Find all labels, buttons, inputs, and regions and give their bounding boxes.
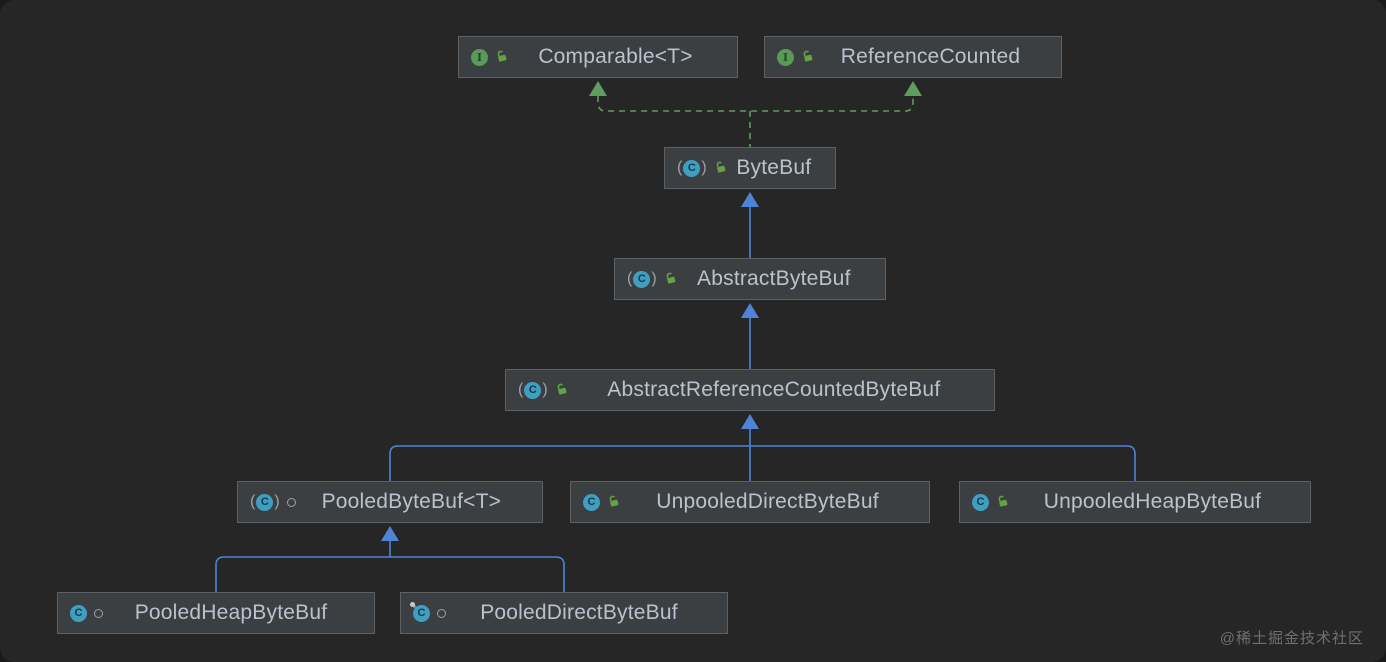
package-private-icon <box>286 497 296 507</box>
class-node-pooled-heap-bytebuf[interactable]: C PooledHeapByteBuf <box>57 592 375 634</box>
extends-edge <box>215 541 565 592</box>
abstract-class-icon: (C) <box>518 380 548 399</box>
interface-icon: I <box>471 48 488 66</box>
abstract-class-icon: (C) <box>677 158 707 177</box>
implements-arrowhead-icon <box>589 81 607 96</box>
class-name-label: ReferenceCounted <box>840 45 1021 68</box>
class-node-bytebuf[interactable]: (C) ByteBuf <box>664 147 836 189</box>
class-node-comparable[interactable]: I Comparable<T> <box>458 36 738 78</box>
class-name-label: PooledDirectByteBuf <box>480 601 678 624</box>
public-lock-icon <box>557 383 567 395</box>
implements-edge <box>597 96 914 147</box>
class-name-label: AbstractByteBuf <box>697 267 851 290</box>
extends-edge <box>389 429 1136 481</box>
public-lock-icon <box>803 50 813 62</box>
class-name-label: PooledByteBuf<T> <box>321 490 502 513</box>
final-marker-icon <box>410 601 415 607</box>
class-node-pooled-direct-bytebuf[interactable]: C PooledDirectByteBuf <box>400 592 728 634</box>
public-lock-icon <box>716 161 726 173</box>
class-name-label: UnpooledHeapByteBuf <box>1043 490 1262 513</box>
class-node-unpooled-direct-bytebuf[interactable]: C UnpooledDirectByteBuf <box>570 481 930 523</box>
class-name-label: ByteBuf <box>736 156 812 179</box>
abstract-class-icon: (C) <box>627 269 657 288</box>
class-node-reference-counted[interactable]: I ReferenceCounted <box>764 36 1062 78</box>
public-lock-icon <box>609 495 619 507</box>
class-icon: C <box>972 493 989 511</box>
class-name-label: Comparable<T> <box>538 45 693 68</box>
interface-icon: I <box>777 48 794 66</box>
extends-arrowhead-icon <box>381 526 399 541</box>
extends-arrowhead-icon <box>741 192 759 207</box>
class-icon: C <box>583 493 600 511</box>
class-name-label: UnpooledDirectByteBuf <box>656 490 879 513</box>
class-name-label: PooledHeapByteBuf <box>134 601 328 624</box>
public-lock-icon <box>998 495 1008 507</box>
class-icon: C <box>70 604 87 622</box>
package-private-icon <box>437 608 446 618</box>
class-node-unpooled-heap-bytebuf[interactable]: C UnpooledHeapByteBuf <box>959 481 1311 523</box>
class-node-pooled-bytebuf[interactable]: (C) PooledByteBuf<T> <box>237 481 543 523</box>
public-lock-icon <box>497 50 507 62</box>
class-node-abstract-bytebuf[interactable]: (C) AbstractByteBuf <box>614 258 886 300</box>
class-icon: C <box>410 601 430 622</box>
extends-arrowhead-icon <box>741 303 759 318</box>
package-private-icon <box>94 608 103 618</box>
abstract-class-icon: (C) <box>250 492 280 511</box>
class-name-label: AbstractReferenceCountedByteBuf <box>607 378 941 401</box>
implements-arrowhead-icon <box>904 81 922 96</box>
extends-arrowhead-icon <box>741 414 759 429</box>
watermark: @稀土掘金技术社区 <box>1219 630 1364 647</box>
class-node-abstract-reference-counted-bytebuf[interactable]: (C) AbstractReferenceCountedByteBuf <box>505 369 995 411</box>
public-lock-icon <box>666 272 676 284</box>
